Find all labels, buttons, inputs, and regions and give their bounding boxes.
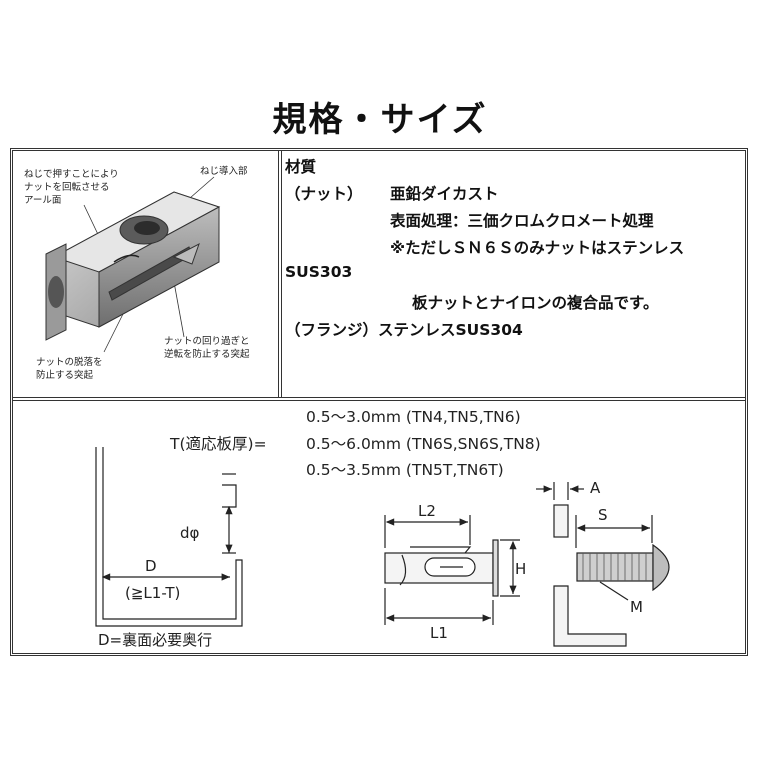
nut-material: 亜鉛ダイカスト <box>390 185 499 203</box>
note-line1: ※ただしＳＮ６Ｓのみナットはステンレス <box>390 239 685 257</box>
nut-side-view <box>384 515 520 625</box>
callout-arc-surface-line2: ナットを回転させる <box>24 182 110 193</box>
thickness-range-3: 0.5～3.5mm (TN5T,TN6T) <box>306 461 504 479</box>
callout-arc-surface-line3: アール面 <box>24 195 61 206</box>
dim-ge-l1-t: (≧L1-T) <box>125 584 180 602</box>
dim-A: A <box>590 479 601 497</box>
nut-body-icon <box>45 191 221 341</box>
composite-note: 板ナットとナイロンの複合品です。 <box>412 294 659 312</box>
dim-L1: L1 <box>430 624 448 642</box>
page-title: 規格・サイズ <box>272 100 488 140</box>
screw-view <box>536 482 670 647</box>
thickness-label: T(適応板厚)= <box>170 435 267 453</box>
callout-over-rotation-line2: 逆転を防止する突起 <box>164 348 250 360</box>
spec-frame-outer <box>10 148 748 656</box>
depth-note: D=裏面必要奥行 <box>98 631 212 649</box>
material-heading: 材質 <box>285 158 317 176</box>
callout-over-rotation-line1: ナットの回り過ぎと <box>164 335 250 347</box>
callout-fall-prevention-line2: 防止する突起 <box>36 369 94 381</box>
callout-arc-surface-line1: ねじで押すことにより <box>24 168 119 180</box>
divider-vertical-inner <box>281 150 282 397</box>
nut-label: （ナット） <box>285 185 363 203</box>
thickness-range-2: 0.5～6.0mm (TN6S,SN6S,TN8) <box>306 435 541 453</box>
dim-D: D <box>145 557 157 575</box>
dim-L2: L2 <box>418 502 436 520</box>
dim-S: S <box>598 506 608 524</box>
divider-horizontal-inner <box>12 400 746 401</box>
dim-d-phi: dφ <box>180 524 200 542</box>
spec-frame-inner <box>12 150 746 654</box>
dim-H: H <box>515 560 526 578</box>
thickness-range-1: 0.5～3.0mm (TN4,TN5,TN6) <box>306 408 521 426</box>
note-line2: SUS303 <box>285 263 353 281</box>
divider-horizontal <box>12 397 746 398</box>
callout-fall-prevention-line1: ナットの脱落を <box>36 356 103 368</box>
divider-vertical <box>278 150 279 397</box>
callout-screw-entry: ねじ導入部 <box>200 165 248 177</box>
nut-illustration: ねじで押すことにより ナットを回転させる アール面 ねじ導入部 ナットの脱落を … <box>24 165 250 381</box>
surface-treatment: 表面処理：三価クロムクロメート処理 <box>390 212 654 230</box>
flange-material: （フランジ）ステンレスSUS304 <box>285 321 523 339</box>
dim-M: M <box>630 598 643 616</box>
